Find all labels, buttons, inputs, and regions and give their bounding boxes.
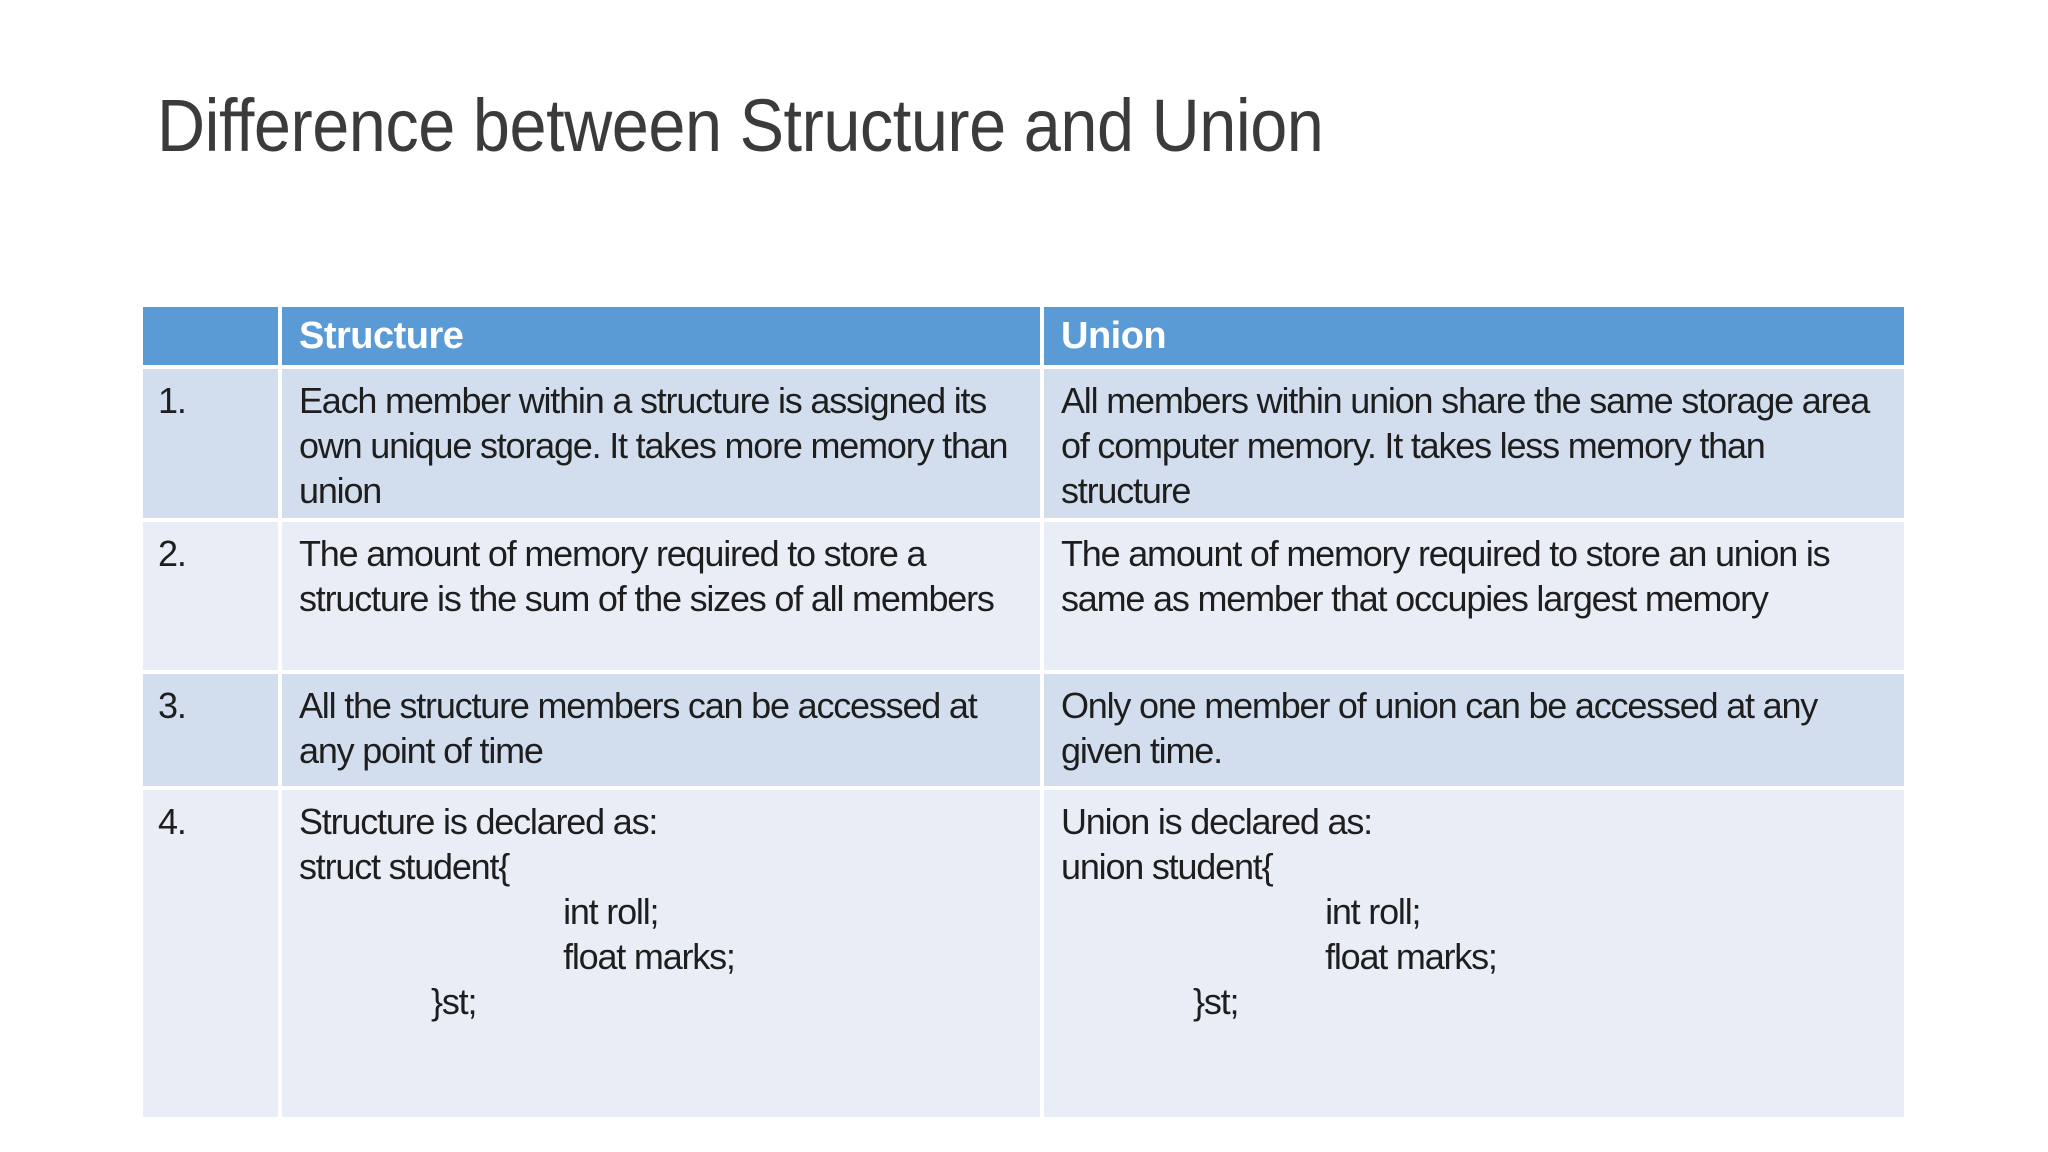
row-4-structure-cell: Structure is declared as: struct student… (282, 790, 1040, 1117)
row-4-union-cell: Union is declared as: union student{ int… (1044, 790, 1904, 1117)
table-header-corner (143, 307, 278, 365)
row-1-number: 1. (143, 369, 278, 518)
row-3-structure-cell: All the structure members can be accesse… (282, 674, 1040, 786)
table-header-union: Union (1044, 307, 1904, 365)
row-4-number: 4. (143, 790, 278, 1117)
row-1-union-cell: All members within union share the same … (1044, 369, 1904, 518)
row-2-union-cell: The amount of memory required to store a… (1044, 522, 1904, 670)
row-3-union-cell: Only one member of union can be accessed… (1044, 674, 1904, 786)
row-2-structure-cell: The amount of memory required to store a… (282, 522, 1040, 670)
table-header-structure: Structure (282, 307, 1040, 365)
row-3-number: 3. (143, 674, 278, 786)
slide-title: Difference between Structure and Union (157, 84, 1324, 167)
structure-union-comparison-table: Structure Union 1. Each member within a … (143, 307, 1904, 1117)
row-2-number: 2. (143, 522, 278, 670)
row-1-structure-cell: Each member within a structure is assign… (282, 369, 1040, 518)
